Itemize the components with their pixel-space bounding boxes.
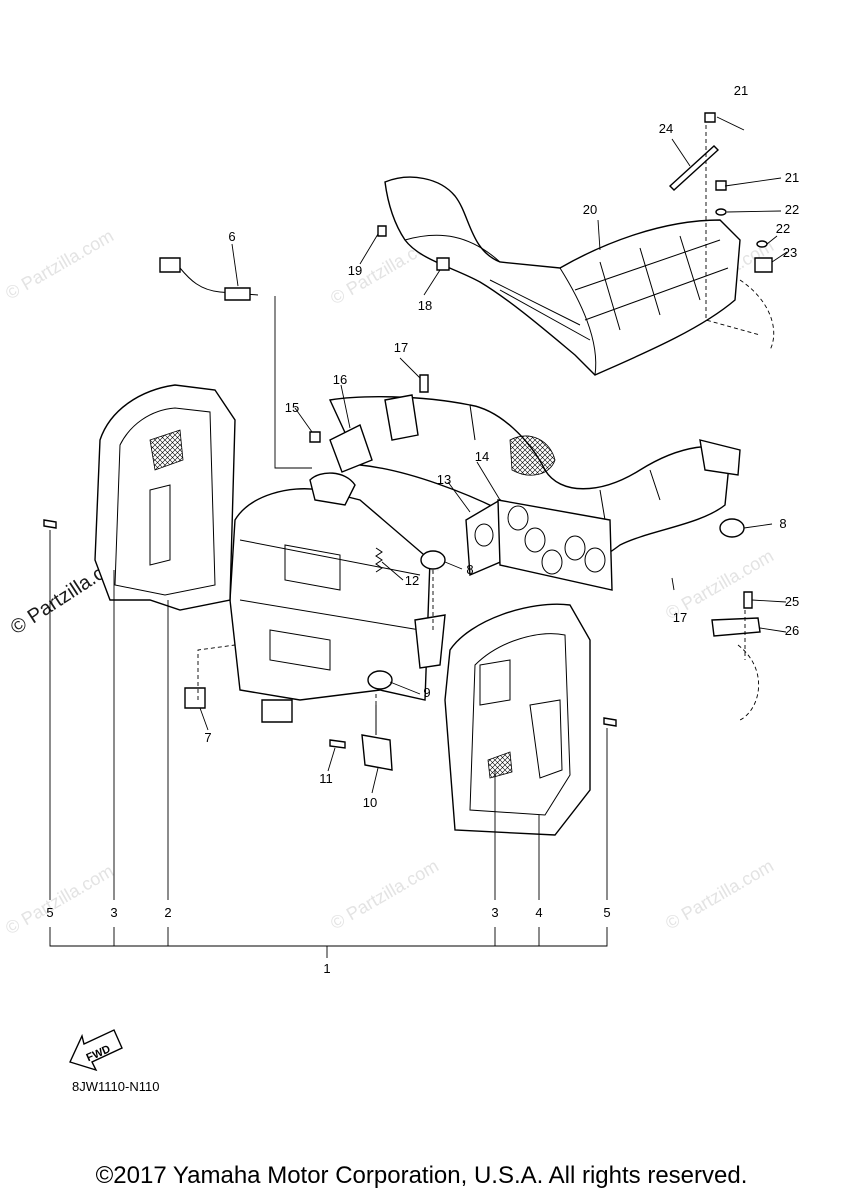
- callout-9: 9: [423, 685, 430, 700]
- callout-5: 5: [46, 905, 53, 920]
- clip-23: [754, 257, 773, 273]
- muffler: [229, 472, 431, 723]
- callout-3: 3: [491, 905, 498, 920]
- callout-16: 16: [333, 372, 347, 387]
- callout-8: 8: [779, 516, 786, 531]
- right-muffler-cover: [444, 603, 591, 836]
- callouts: 1 2 3 3 4 5 5 6 7 8 8 9 10 11 12 13 14 1…: [46, 83, 799, 976]
- callout-2: 2: [164, 905, 171, 920]
- copyright-notice: ©2017 Yamaha Motor Corporation, U.S.A. A…: [95, 1162, 748, 1189]
- callout-17: 17: [673, 610, 687, 625]
- callout-21: 21: [785, 170, 799, 185]
- diagram-code: 8JW1110-N110: [72, 1079, 160, 1094]
- callout-19: 19: [348, 263, 362, 278]
- leader-lines: [49, 116, 788, 958]
- callout-12: 12: [405, 573, 419, 588]
- callout-4: 4: [535, 905, 542, 920]
- manifold-flange: [497, 499, 613, 591]
- bracket-24: [668, 145, 720, 191]
- watermark: © Partzilla.com: [2, 225, 117, 303]
- watermark: © Partzilla.com: [662, 855, 777, 933]
- callout-23: 23: [783, 245, 797, 260]
- callout-1: 1: [323, 961, 330, 976]
- callout-13: 13: [437, 472, 451, 487]
- flange-17: [384, 394, 419, 441]
- callout-7: 7: [204, 730, 211, 745]
- callout-25: 25: [785, 594, 799, 609]
- callout-22: 22: [776, 221, 790, 236]
- watermark: © Partzilla.com: [2, 860, 117, 938]
- callout-3: 3: [110, 905, 117, 920]
- left-muffler-cover: [94, 384, 236, 611]
- callout-5: 5: [603, 905, 610, 920]
- callout-17: 17: [394, 340, 408, 355]
- callout-18: 18: [418, 298, 432, 313]
- heat-shield: [384, 176, 741, 376]
- gasket-16: [329, 424, 373, 473]
- callout-10: 10: [363, 795, 377, 810]
- callout-6: 6: [228, 229, 235, 244]
- callout-11: 11: [319, 771, 333, 786]
- callout-22: 22: [785, 202, 799, 217]
- callout-24: 24: [659, 121, 673, 136]
- watermark: © Partzilla.com: [327, 855, 442, 933]
- callout-8: 8: [466, 562, 473, 577]
- callout-21: 21: [734, 83, 748, 98]
- fwd-arrow-icon: FWD: [69, 1029, 123, 1072]
- callout-14: 14: [475, 449, 489, 464]
- callout-20: 20: [583, 202, 597, 217]
- callout-15: 15: [285, 400, 299, 415]
- small-parts: [43, 112, 768, 771]
- callout-26: 26: [785, 623, 799, 638]
